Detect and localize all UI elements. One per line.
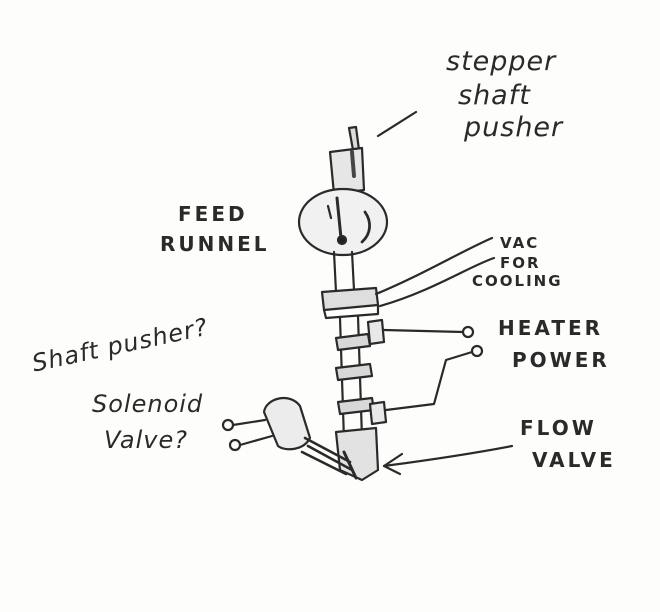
stepper-label-line1: stepper — [446, 46, 557, 77]
heater-terminal-bottom — [470, 344, 484, 358]
stepper-label-line2: shaft — [458, 80, 531, 111]
stepper-label-line3: pusher — [464, 112, 564, 143]
flow-arrow-head — [382, 452, 404, 476]
flow-label-line1: FLOW — [520, 416, 597, 440]
feed-funnel — [297, 187, 389, 257]
pusher-label-line2: Solenoid — [92, 390, 204, 418]
heater-wire-top — [382, 328, 465, 334]
flow-arrow-line — [382, 444, 514, 468]
feed-label-line1: FEED — [178, 202, 248, 226]
stepper-leader-line — [376, 110, 418, 138]
vac-clamp — [320, 286, 380, 320]
heater-assembly — [334, 314, 388, 442]
heater-terminal-top — [461, 325, 475, 339]
heater-wire-bottom — [384, 350, 474, 412]
feed-label-line2: RUNNEL — [160, 232, 270, 256]
heater-label-line2: POWER — [512, 348, 610, 372]
vac-label-line2: FOR — [500, 254, 541, 272]
solenoid-valve — [221, 396, 354, 476]
vac-label-line3: COOLING — [472, 272, 563, 290]
vac-tube — [374, 236, 496, 308]
stepper-motor — [328, 125, 366, 196]
feed-stem — [332, 250, 356, 294]
vac-label-line1: VAC — [500, 234, 540, 252]
pusher-label-line3: Valve? — [104, 426, 188, 454]
heater-label-line1: HEATER — [498, 316, 604, 340]
flow-label-line2: VALVE — [532, 448, 616, 472]
